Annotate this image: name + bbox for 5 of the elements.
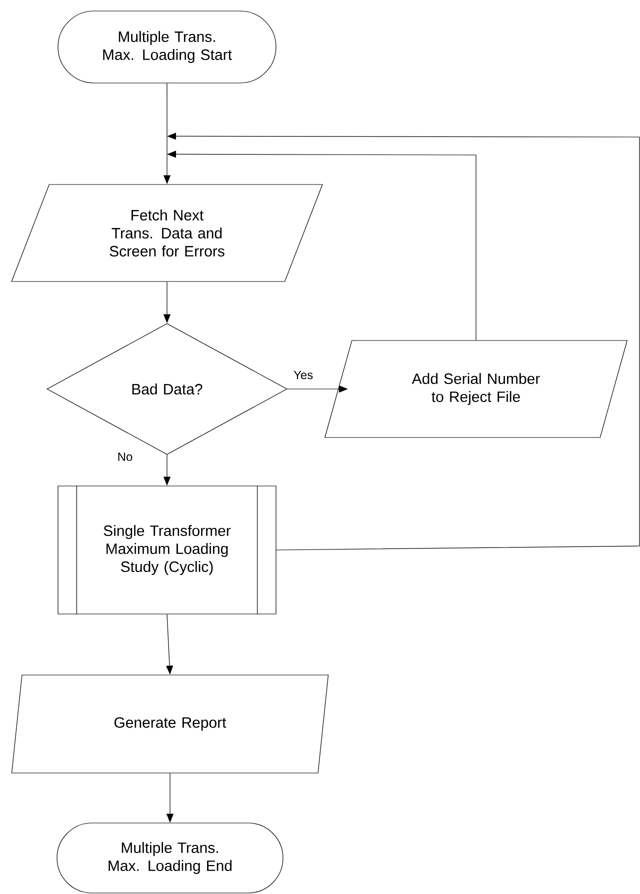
process-box: Single Transformer Maximum Loading Study (Cyclic) — [58, 485, 276, 615]
edge-label: Yes — [292, 370, 314, 380]
data-parallelogram: Add Serial Number to Reject File — [324, 340, 628, 438]
data-parallelogram: Generate Report — [11, 674, 329, 774]
data-parallelogram: Fetch Next Trans. Data and Screen for Errors — [11, 184, 323, 282]
